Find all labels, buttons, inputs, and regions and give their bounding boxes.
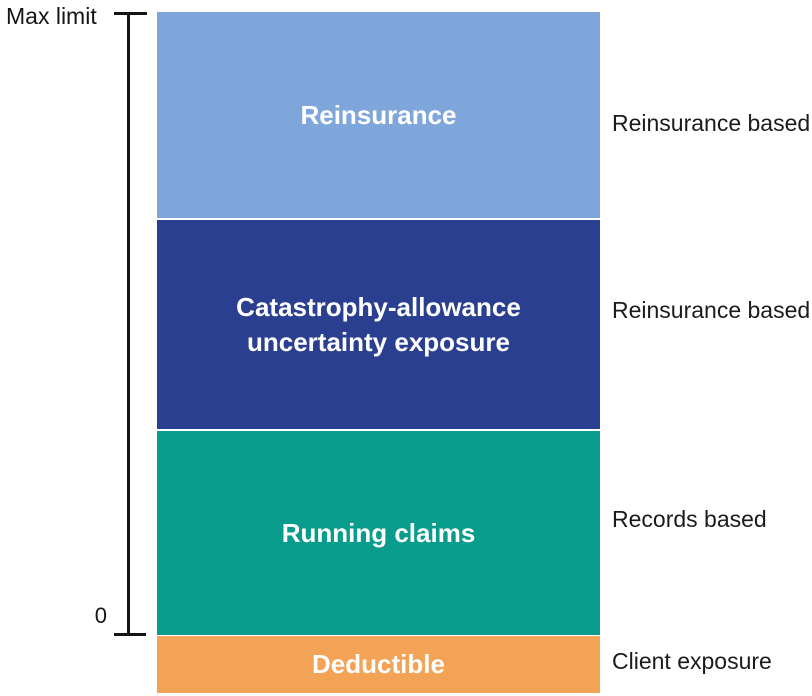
axis-bottom-tick (114, 633, 146, 636)
segment-reinsurance: Reinsurance (157, 12, 600, 218)
annotation-reinsurance: Reinsurance based (612, 107, 810, 139)
segment-deductible: Deductible (157, 636, 600, 693)
segment-running-claims: Running claims (157, 431, 600, 635)
annotation-catastrophy-allowance: Reinsurance based (612, 294, 810, 326)
segment-label-reinsurance: Reinsurance (300, 98, 456, 133)
axis-line (127, 13, 130, 635)
segment-label-running-claims: Running claims (282, 516, 476, 551)
annotation-deductible: Client exposure (612, 645, 772, 677)
axis-top-tick (114, 12, 147, 15)
segment-catastrophy-allowance: Catastrophy-allowance uncertainty exposu… (157, 220, 600, 429)
axis-zero-label: 0 (62, 602, 107, 630)
axis-max-limit-label: Max limit (6, 2, 97, 30)
annotation-running-claims: Records based (612, 503, 767, 535)
segment-label-catastrophy-allowance: Catastrophy-allowance uncertainty exposu… (199, 290, 559, 360)
segment-label-deductible: Deductible (312, 647, 445, 682)
